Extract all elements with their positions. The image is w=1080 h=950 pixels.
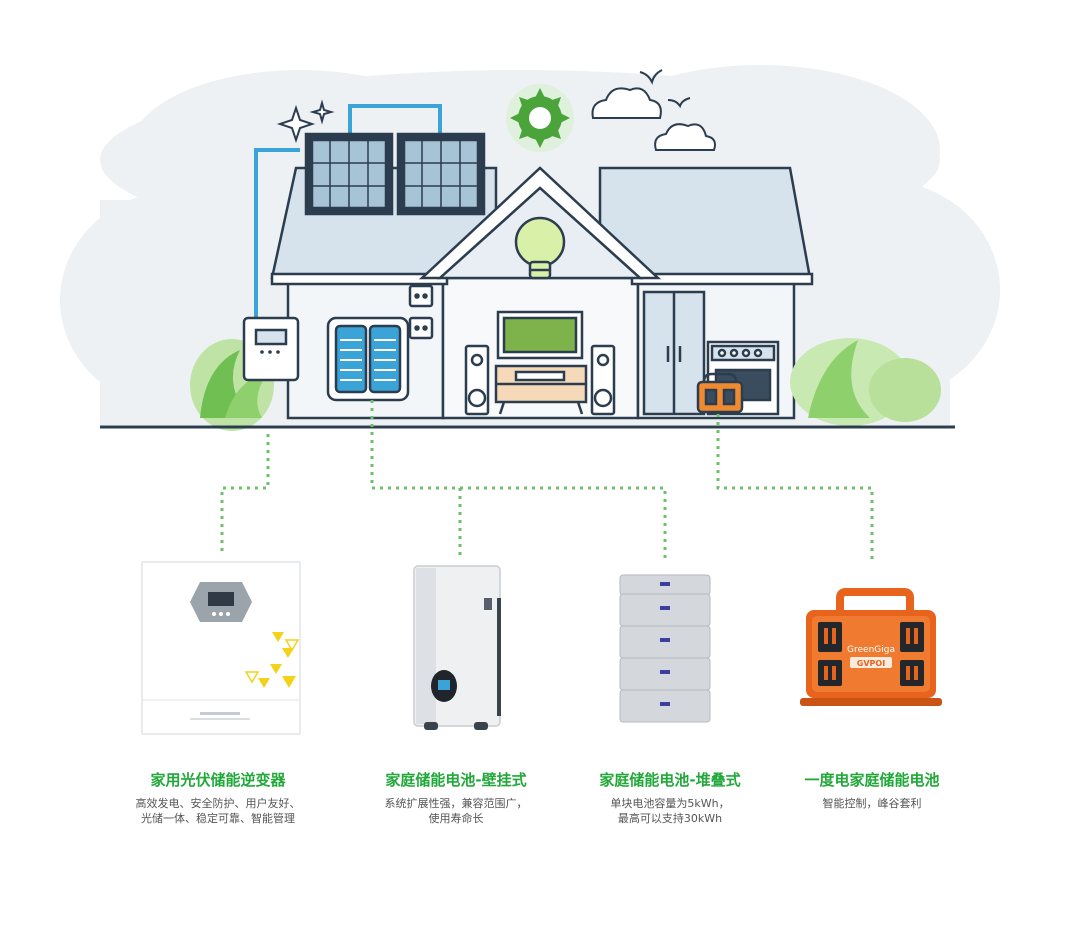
power-socket-icon	[408, 284, 434, 340]
product-inverter-image	[141, 561, 301, 735]
wall-battery-icon	[326, 316, 410, 402]
portable-model-label: GVPOI	[857, 659, 885, 668]
product-stacked-battery-image	[619, 574, 711, 723]
product-desc-line: 单块电池容量为5kWh，	[610, 797, 730, 810]
product-caption-portable-battery: 一度电家庭储能电池 智能控制，峰谷套利	[762, 770, 982, 811]
product-desc-line: 高效发电、安全防护、用户友好、	[135, 797, 301, 810]
dotted-connectors	[220, 400, 874, 560]
fridge-icon	[642, 290, 706, 416]
product-desc-line: 光储一体、稳定可靠、智能管理	[141, 812, 295, 825]
bush-right	[790, 338, 941, 426]
speaker-icon	[464, 344, 616, 416]
product-caption-stacked-battery: 家庭储能电池-堆叠式 单块电池容量为5kWh， 最高可以支持30kWh	[560, 770, 780, 826]
product-caption-inverter: 家用光伏储能逆变器 高效发电、安全防护、用户友好、 光储一体、稳定可靠、智能管理	[108, 770, 328, 826]
product-title: 家庭储能电池-堆叠式	[599, 771, 741, 789]
sparkle-icon	[276, 99, 335, 144]
product-desc-line: 系统扩展性强，兼容范围广，	[384, 797, 528, 810]
solar-panel-icon	[304, 132, 486, 216]
wall-inverter-icon	[242, 316, 300, 382]
bird-icon	[639, 69, 691, 109]
product-title: 一度电家庭储能电池	[804, 771, 940, 789]
portable-brand-label: GreenGiga	[847, 645, 895, 655]
cloud-icon	[591, 87, 716, 151]
product-desc-line: 最高可以支持30kWh	[617, 812, 723, 825]
product-caption-wall-battery: 家庭储能电池-壁挂式 系统扩展性强，兼容范围广， 使用寿命长	[346, 770, 566, 826]
tv-icon	[494, 310, 588, 415]
product-desc-line: 使用寿命长	[428, 812, 484, 825]
product-desc-line: 智能控制，峰谷套利	[822, 797, 922, 810]
product-title: 家用光伏储能逆变器	[150, 771, 286, 789]
product-portable-station-image: GreenGiga GVPOI	[800, 588, 942, 706]
portable-power-icon	[696, 372, 744, 414]
light-bulb-icon	[514, 216, 566, 280]
product-title: 家庭储能电池-壁挂式	[385, 771, 527, 789]
sun-icon	[506, 84, 574, 152]
product-wall-battery-image	[413, 565, 501, 730]
